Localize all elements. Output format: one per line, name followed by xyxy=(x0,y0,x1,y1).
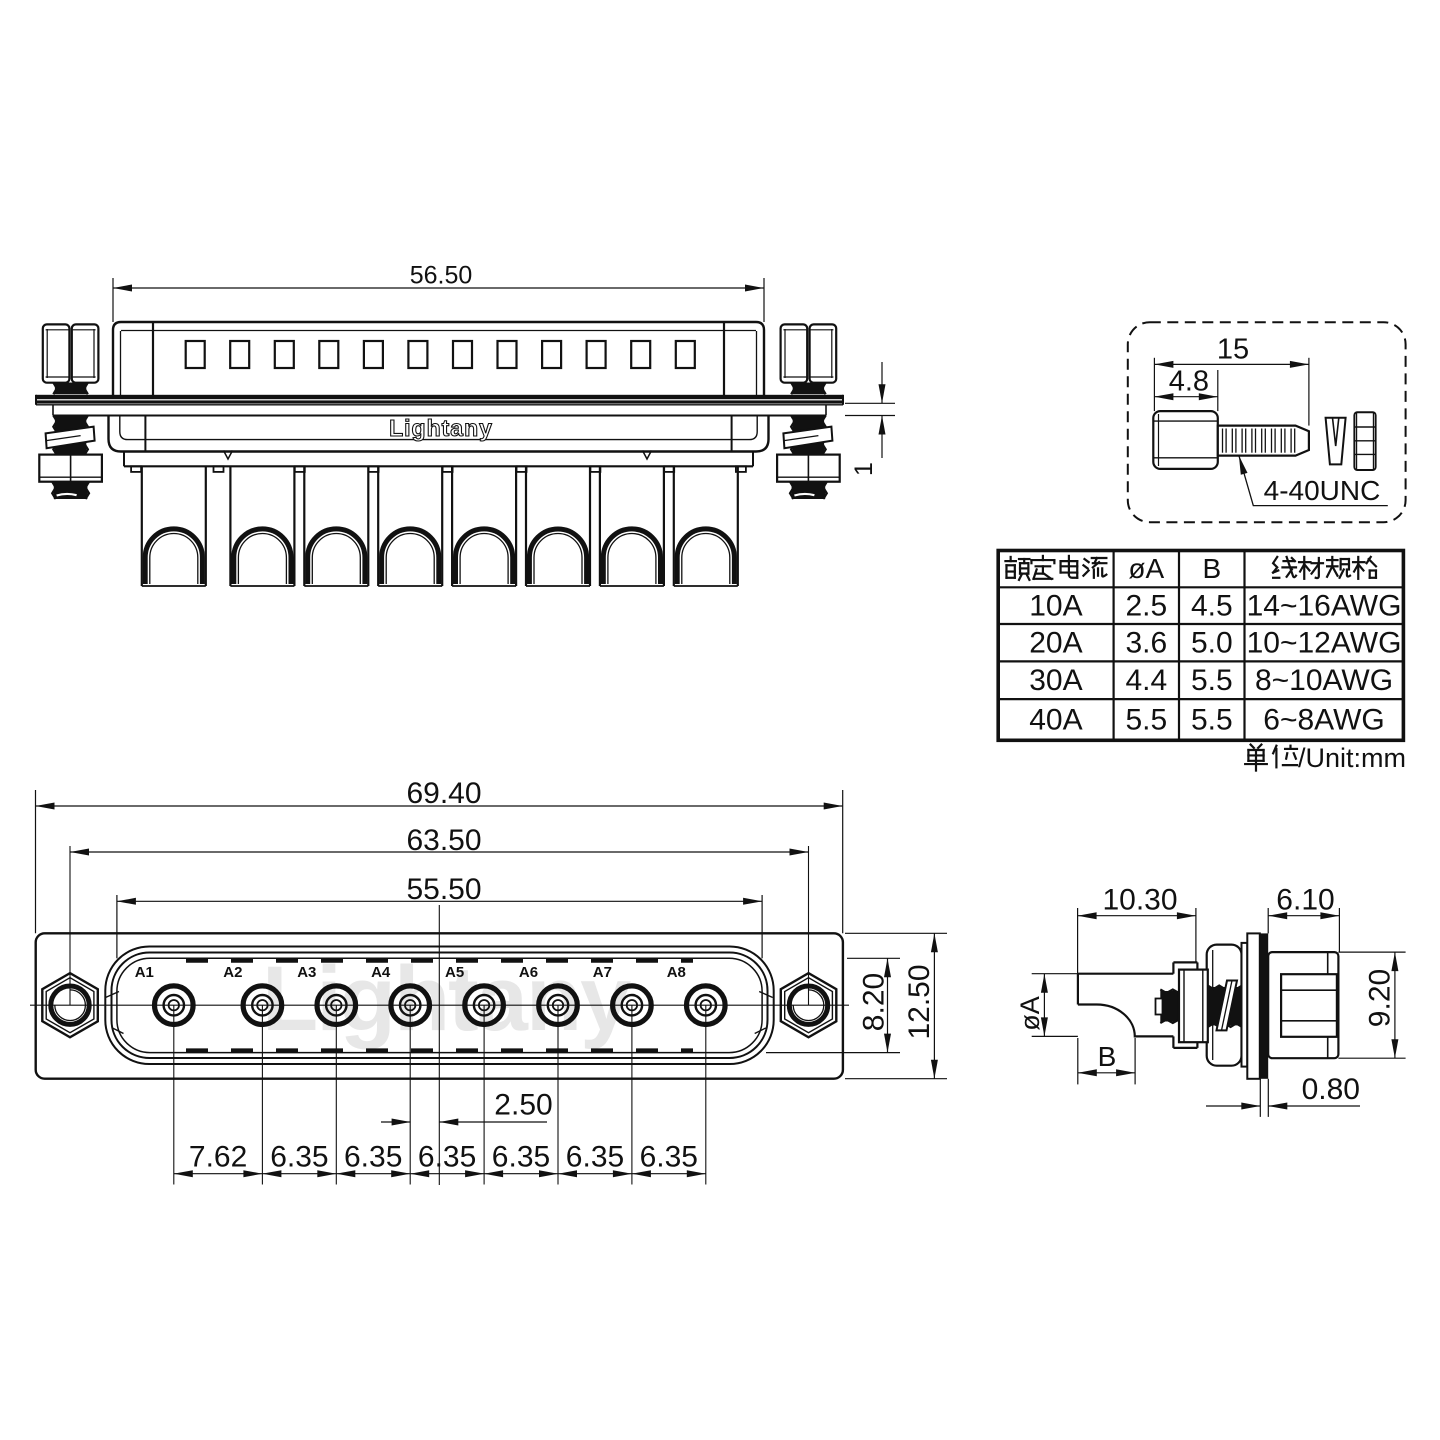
svg-text:8.20: 8.20 xyxy=(858,973,891,1031)
svg-text:2.50: 2.50 xyxy=(494,1089,552,1122)
svg-text:2.5: 2.5 xyxy=(1125,590,1167,623)
svg-text:6.35: 6.35 xyxy=(566,1141,624,1174)
svg-text:8~10AWG: 8~10AWG xyxy=(1255,664,1393,697)
svg-text:A5: A5 xyxy=(445,964,464,981)
svg-text:10~12AWG: 10~12AWG xyxy=(1247,627,1402,660)
svg-text:3.6: 3.6 xyxy=(1125,627,1167,660)
svg-text:10A: 10A xyxy=(1029,590,1082,623)
svg-text:9.20: 9.20 xyxy=(1364,969,1397,1027)
svg-text:A1: A1 xyxy=(135,964,154,981)
svg-text:5.5: 5.5 xyxy=(1191,704,1233,737)
svg-text:56.50: 56.50 xyxy=(410,262,473,290)
svg-text:6.35: 6.35 xyxy=(418,1141,476,1174)
svg-text:A2: A2 xyxy=(223,964,242,981)
svg-text:6.35: 6.35 xyxy=(344,1141,402,1174)
svg-text:Lightany: Lightany xyxy=(389,415,493,441)
svg-text:B: B xyxy=(1098,1041,1117,1072)
svg-text:4.8: 4.8 xyxy=(1169,365,1209,397)
svg-text:6.10: 6.10 xyxy=(1276,884,1334,917)
svg-text:6.35: 6.35 xyxy=(640,1141,698,1174)
svg-text:4.4: 4.4 xyxy=(1125,664,1167,697)
svg-text:5.0: 5.0 xyxy=(1191,627,1233,660)
svg-text:1: 1 xyxy=(850,462,878,476)
svg-text:6~8AWG: 6~8AWG xyxy=(1263,704,1384,737)
svg-text:69.40: 69.40 xyxy=(406,777,481,810)
svg-text:0.80: 0.80 xyxy=(1302,1073,1360,1106)
svg-text:A3: A3 xyxy=(297,964,316,981)
svg-text:A6: A6 xyxy=(519,964,538,981)
svg-text:A4: A4 xyxy=(371,964,391,981)
svg-text:B: B xyxy=(1202,553,1221,584)
svg-text:30A: 30A xyxy=(1029,664,1082,697)
svg-text:A7: A7 xyxy=(593,964,612,981)
svg-text:15: 15 xyxy=(1217,334,1249,366)
svg-text:øA: øA xyxy=(1128,553,1164,584)
svg-text:12.50: 12.50 xyxy=(903,964,936,1039)
svg-text:Lightany: Lightany xyxy=(262,948,631,1050)
svg-text:40A: 40A xyxy=(1029,704,1082,737)
svg-text:5.5: 5.5 xyxy=(1191,664,1233,697)
svg-text:14~16AWG: 14~16AWG xyxy=(1247,590,1402,623)
svg-text:4-40UNC: 4-40UNC xyxy=(1264,475,1381,506)
svg-text:øA: øA xyxy=(1015,996,1045,1031)
svg-text:5.5: 5.5 xyxy=(1125,704,1167,737)
svg-text:6.35: 6.35 xyxy=(270,1141,328,1174)
svg-text:6.35: 6.35 xyxy=(492,1141,550,1174)
svg-text:20A: 20A xyxy=(1029,627,1082,660)
svg-text:10.30: 10.30 xyxy=(1102,884,1177,917)
svg-text:/Unit:mm: /Unit:mm xyxy=(1298,743,1406,773)
svg-text:7.62: 7.62 xyxy=(189,1141,247,1174)
svg-text:4.5: 4.5 xyxy=(1191,590,1233,623)
svg-text:A8: A8 xyxy=(667,964,686,981)
